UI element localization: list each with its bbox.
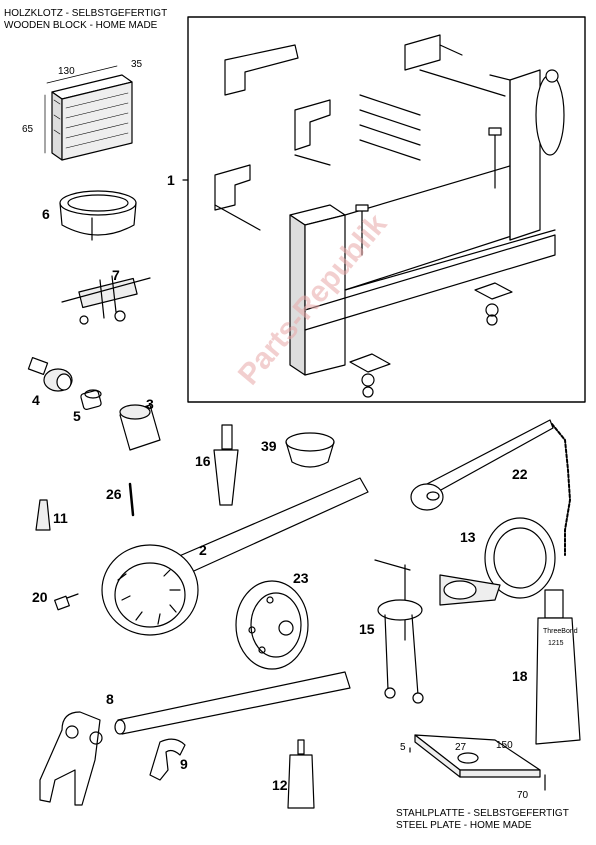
tube-brand-label: ThreeBond xyxy=(543,628,578,635)
part-label-3: 3 xyxy=(146,396,154,412)
part-label-39: 39 xyxy=(261,438,277,454)
part-label-2: 2 xyxy=(199,542,207,558)
part-label-16: 16 xyxy=(195,453,211,469)
part-label-12: 12 xyxy=(272,777,288,793)
wooden-block-caption-de: HOLZKLOTZ - SELBSTGEFERTIGT xyxy=(4,8,168,19)
lever-tool xyxy=(39,671,351,806)
plate-length-dim: 150 xyxy=(496,740,513,751)
part-label-20: 20 xyxy=(32,589,48,605)
slide-hammer-puller xyxy=(213,424,239,506)
steel-plate-caption-de: STAHLPLATTE - SELBSTGEFERTIGT xyxy=(396,808,569,819)
part-label-18: 18 xyxy=(512,668,528,684)
part-label-6: 6 xyxy=(42,206,50,222)
puller-bar-tool xyxy=(61,275,151,325)
locking-compound-bottle xyxy=(287,739,315,809)
steel-plate xyxy=(409,734,546,791)
spark-plug-tool xyxy=(35,499,51,531)
screw-20 xyxy=(54,593,79,611)
holding-wrench xyxy=(439,517,556,606)
tube-number-label: 1215 xyxy=(548,640,564,647)
pin-26 xyxy=(128,482,135,517)
block-height-dim: 65 xyxy=(22,124,34,135)
block-length-dim: 130 xyxy=(58,66,75,77)
steel-plate-caption-en: STEEL PLATE - HOME MADE xyxy=(396,820,532,831)
rotor-tool xyxy=(235,580,309,670)
part-label-11: 11 xyxy=(53,510,68,526)
plate-hole-dim: 27 xyxy=(455,742,467,753)
block-depth-dim: 35 xyxy=(131,59,143,70)
sleeve-tools xyxy=(27,357,161,451)
part-label-23: 23 xyxy=(293,570,309,586)
engine-stand xyxy=(214,34,565,398)
part-label-5: 5 xyxy=(73,408,81,424)
chain-wrench xyxy=(410,419,571,556)
part-label-9: 9 xyxy=(180,756,188,772)
part-label-15: 15 xyxy=(359,621,375,637)
clamp-ring xyxy=(59,190,137,241)
clutch-holder-tool xyxy=(101,477,369,636)
part-label-1: 1 xyxy=(167,172,175,188)
bearing-puller xyxy=(374,559,424,704)
part-label-13: 13 xyxy=(460,529,476,545)
part-label-4: 4 xyxy=(32,392,40,408)
plate-width-dim: 70 xyxy=(517,790,529,801)
plate-thickness-dim: 5 xyxy=(400,742,406,753)
wooden-block xyxy=(44,65,133,161)
part-label-22: 22 xyxy=(512,466,528,482)
wooden-block-caption-en: WOODEN BLOCK - HOME MADE xyxy=(4,20,158,31)
threebond-tube xyxy=(535,589,581,745)
part-label-7: 7 xyxy=(112,267,120,283)
oil-filter-cup xyxy=(285,432,335,468)
engine-stand-frame-box xyxy=(187,16,586,403)
hook-tool xyxy=(149,738,186,781)
part-label-8: 8 xyxy=(106,691,114,707)
part-label-26: 26 xyxy=(106,486,122,502)
